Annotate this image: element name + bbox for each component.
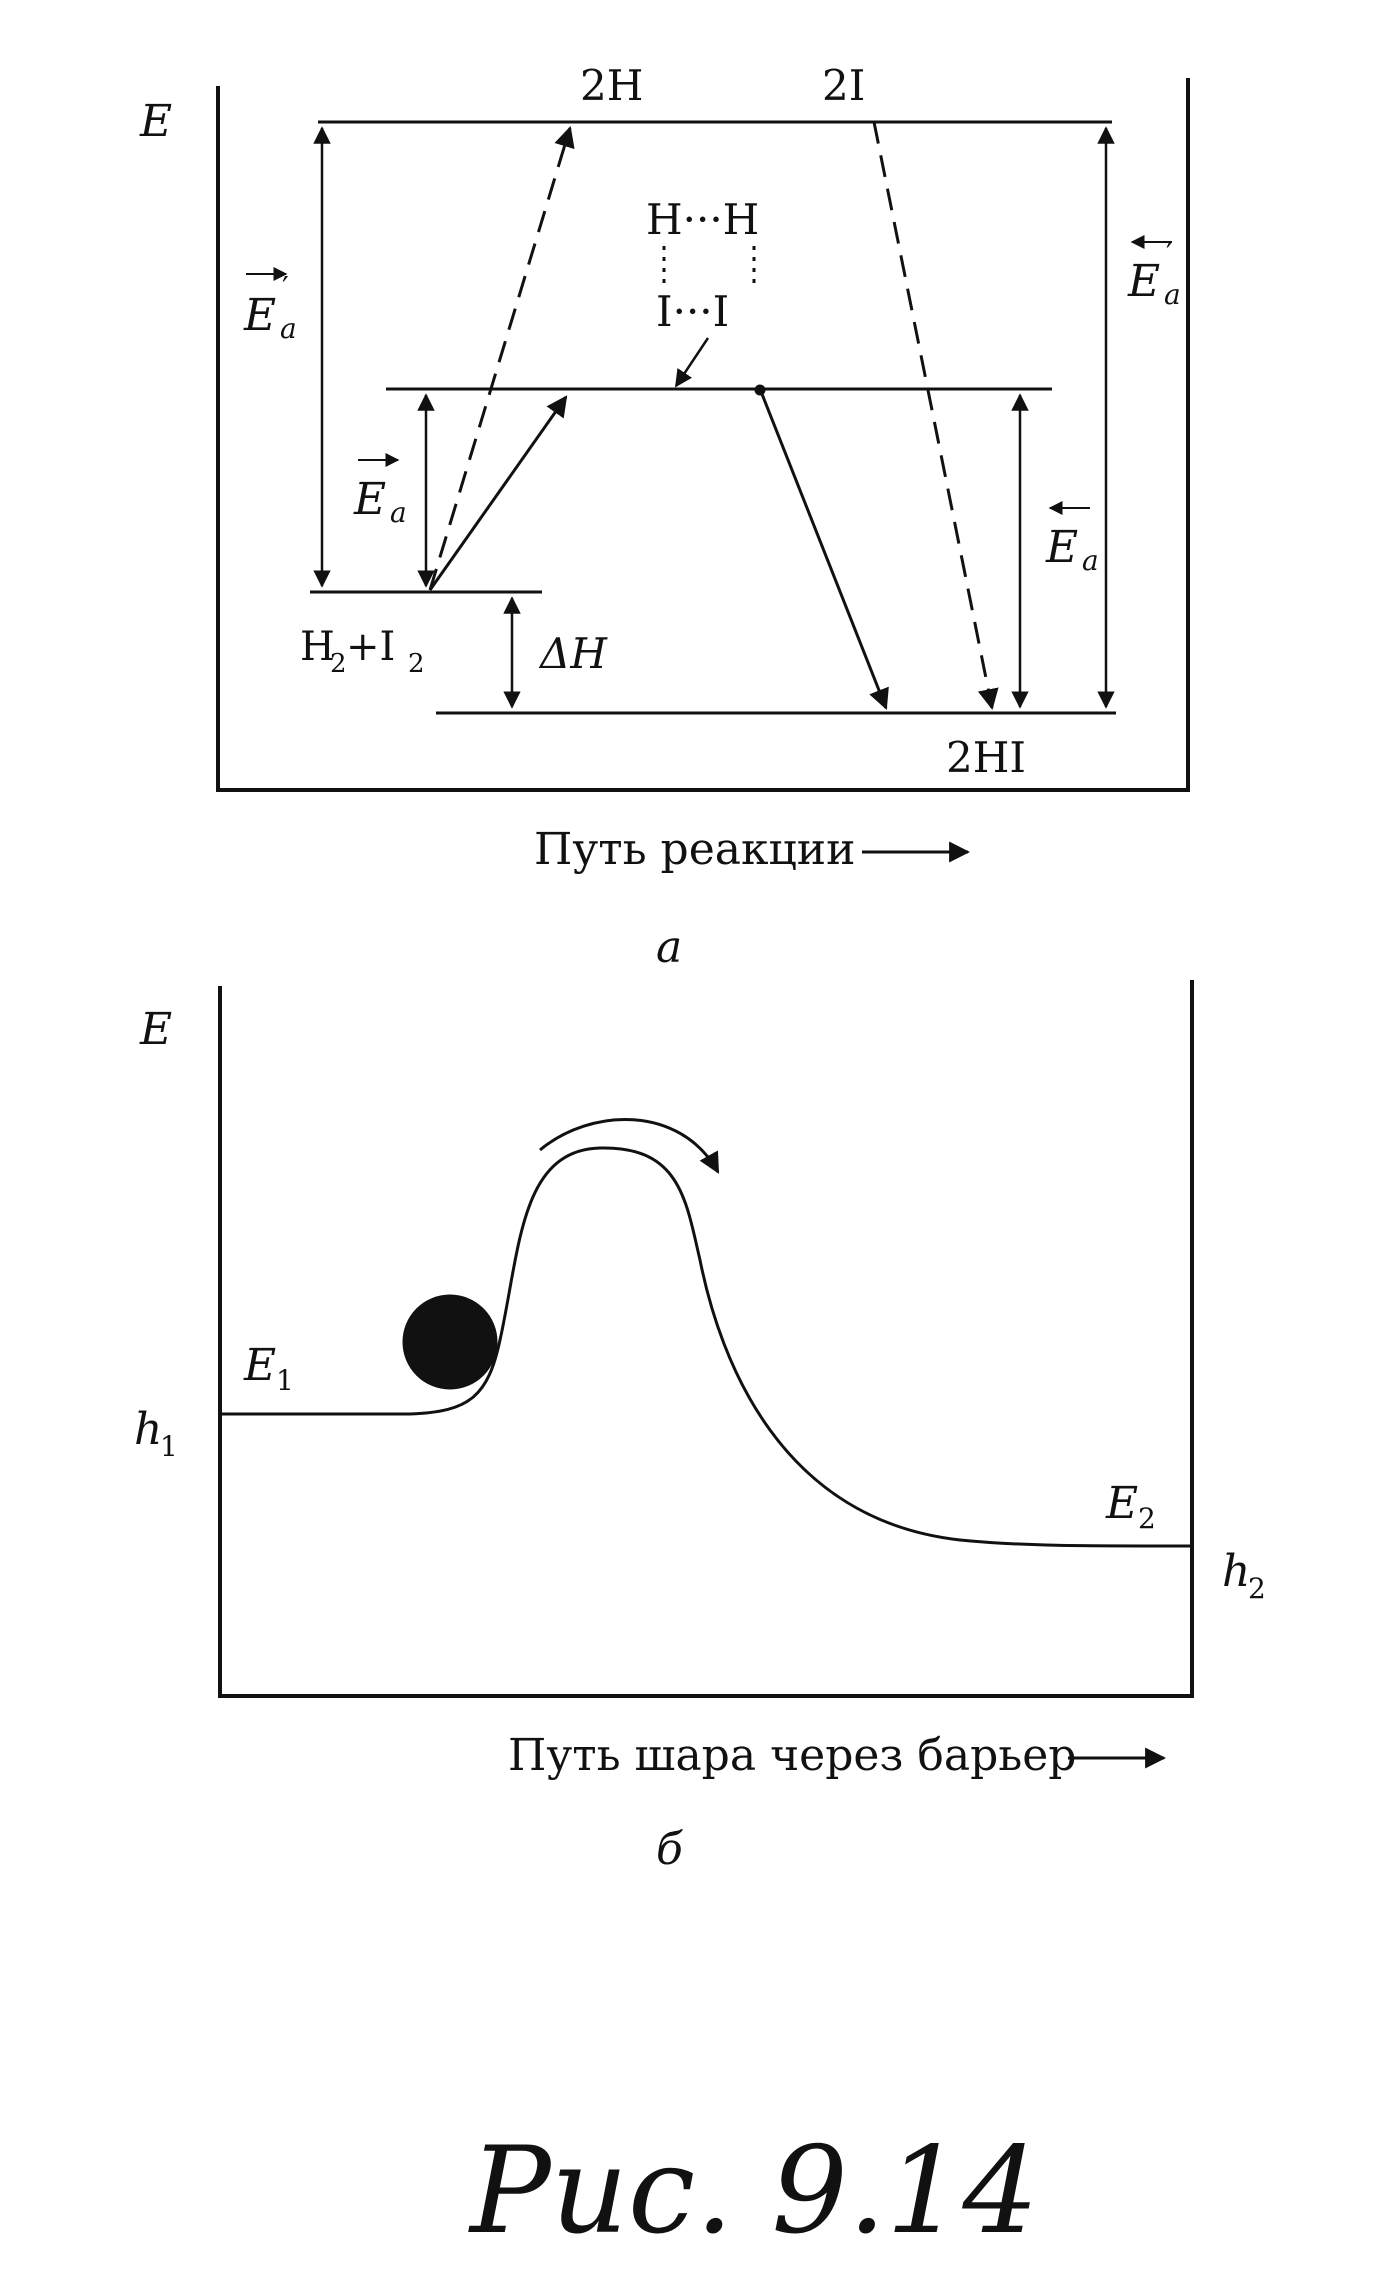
label-ea-forward: E a: [353, 453, 407, 529]
complex-point: [754, 384, 766, 396]
svg-text:2: 2: [408, 649, 425, 679]
label-h1: h 1: [134, 1404, 178, 1463]
label-ea-prime-forward: E a ′: [243, 267, 297, 345]
label-reactants: H 2 +I 2: [300, 624, 425, 679]
label-e2: E 2: [1105, 1478, 1156, 1535]
label-2i: 2I: [822, 61, 865, 110]
figure-label: Рис. 9.14: [468, 2122, 1039, 2261]
label-h2: h 2: [1222, 1546, 1266, 1605]
complex-pointer-arrow: [674, 337, 710, 388]
svg-text:E: E: [243, 1340, 276, 1391]
svg-text:Путь шара через барьер: Путь шара через барьер: [508, 1730, 1076, 1781]
complex-bottom-label: I···I: [656, 287, 729, 336]
svg-text:H: H: [300, 624, 335, 670]
svg-text:1: 1: [276, 1364, 294, 1397]
complex-top-label: H···H: [646, 195, 759, 244]
svg-text:2: 2: [1248, 1572, 1266, 1605]
dashed-arrow-from-2i: [872, 121, 999, 711]
panel-b-x-axis-label: Путь шара через барьер: [508, 1730, 1167, 1781]
svg-text:a: a: [280, 312, 297, 345]
panel-a-energy-diagram: [216, 78, 1190, 792]
panel-b-frame: [218, 980, 1194, 1698]
panel-a-x-axis-label: Путь реакции: [534, 824, 971, 875]
svg-text:1: 1: [160, 1430, 178, 1463]
panel-b-y-axis-label: E: [139, 1004, 172, 1055]
solid-arrow-to-complex: [428, 395, 568, 591]
svg-text:E: E: [1045, 522, 1078, 573]
svg-text:′: ′: [1166, 237, 1173, 272]
panel-b-caption: б: [656, 1824, 683, 1875]
rolling-arrow: [539, 1118, 720, 1174]
svg-text:a: a: [1082, 544, 1099, 577]
label-products: 2HI: [946, 733, 1026, 782]
svg-text:2: 2: [1138, 1502, 1156, 1535]
ball: [402, 1294, 498, 1390]
svg-text:+I: +I: [346, 624, 395, 670]
svg-text:2: 2: [330, 649, 347, 679]
panel-a-y-axis-label: E: [139, 96, 172, 147]
svg-text:h: h: [134, 1404, 162, 1455]
svg-text:E: E: [353, 474, 386, 525]
svg-text:Путь реакции: Путь реакции: [534, 824, 855, 875]
solid-arrow-to-products: [760, 393, 889, 710]
label-ea-reverse: E a: [1045, 501, 1099, 577]
label-e1: E 1: [243, 1340, 294, 1397]
panel-b-barrier-diagram: [218, 980, 1194, 1698]
svg-text:E: E: [1127, 256, 1160, 307]
panel-a-caption: а: [656, 922, 682, 973]
label-ea-prime-reverse: E a ′: [1127, 235, 1181, 311]
panel-a-frame: [216, 78, 1190, 792]
svg-text:E: E: [1105, 1478, 1138, 1529]
svg-text:′: ′: [282, 271, 289, 306]
svg-text:E: E: [243, 290, 276, 341]
dashed-arrow-to-2h: [428, 125, 575, 591]
svg-text:h: h: [1222, 1546, 1250, 1597]
barrier-curve: [220, 1146, 1193, 1548]
svg-text:a: a: [1164, 278, 1181, 311]
label-2h: 2H: [580, 61, 643, 110]
svg-text:a: a: [390, 496, 407, 529]
label-delta-h: ΔH: [538, 629, 608, 678]
